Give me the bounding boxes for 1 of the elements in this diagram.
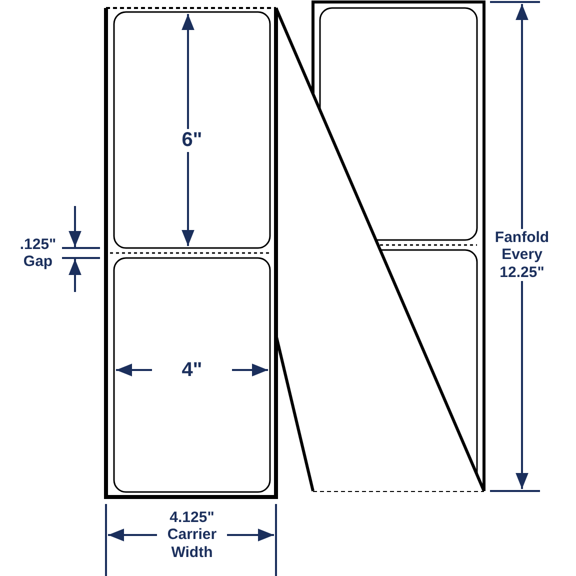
dimension-label: .125" Gap (18, 236, 58, 270)
